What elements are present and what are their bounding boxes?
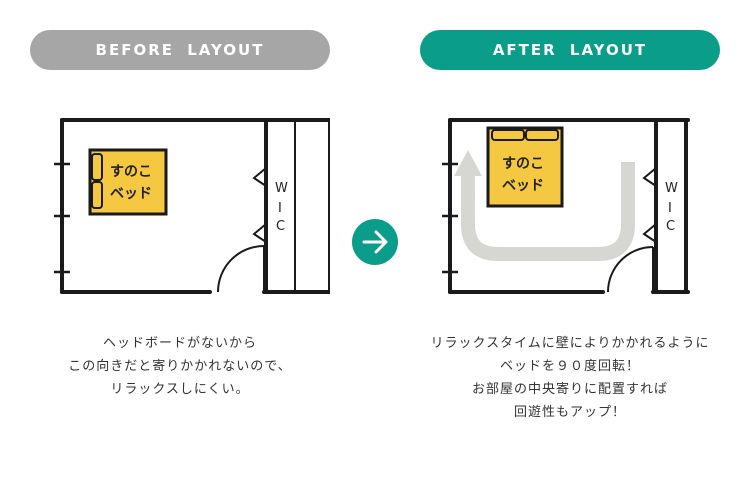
before-caption-line: この向きだと寄りかかれないので、 xyxy=(68,359,292,374)
wic-label-dash: I xyxy=(278,201,282,216)
after-layout-label: AFTER LAYOUT xyxy=(420,30,720,70)
before-layout-label: BEFORE LAYOUT xyxy=(30,30,330,70)
after-caption-line: お部屋の中央寄りに配置すれば xyxy=(471,382,668,397)
closet-doors xyxy=(252,167,267,243)
bed-label-line1: すのこ xyxy=(502,156,544,172)
bed: すのこ ベッド xyxy=(486,126,564,208)
bed-label-line2: ベッド xyxy=(110,186,152,202)
after-caption-line: ベッドを９０度回転！ xyxy=(499,359,640,374)
room-walls xyxy=(448,118,690,294)
wic-label-w: W xyxy=(275,181,288,196)
bed: すのこ ベッド xyxy=(88,148,168,216)
before-caption-line: リラックスしにくい。 xyxy=(110,382,250,397)
circulation-arrow xyxy=(454,150,635,261)
arrow-right-icon xyxy=(352,219,398,265)
wic-label-c: C xyxy=(276,219,285,234)
room-walls xyxy=(60,118,330,294)
before-floor-plan: すのこ ベッド W I C xyxy=(54,118,330,294)
entrance-door xyxy=(217,245,265,293)
wic-label-w: W xyxy=(665,181,678,196)
before-caption-line: ヘッドボードがないから xyxy=(102,336,257,351)
wic-label-dash: I xyxy=(668,201,672,216)
after-floor-plan: すのこ ベッド W I C xyxy=(442,118,690,294)
bed-label-line2: ベッド xyxy=(502,178,544,194)
window-marks xyxy=(442,162,458,274)
window-marks xyxy=(54,162,70,274)
after-caption-line: 回遊性もアップ！ xyxy=(513,405,626,420)
after-caption: リラックスタイムに壁によりかかれるように ベッドを９０度回転！ お部屋の中央寄り… xyxy=(400,332,740,424)
before-caption: ヘッドボードがないから この向きだと寄りかかれないので、 リラックスしにくい。 xyxy=(30,332,330,401)
after-caption-line: リラックスタイムに壁によりかかれるように xyxy=(430,336,710,351)
entrance-door xyxy=(607,246,654,293)
closet-doors xyxy=(642,167,657,243)
wic-label-c: C xyxy=(666,219,675,234)
bed-label-line1: すのこ xyxy=(110,164,152,180)
